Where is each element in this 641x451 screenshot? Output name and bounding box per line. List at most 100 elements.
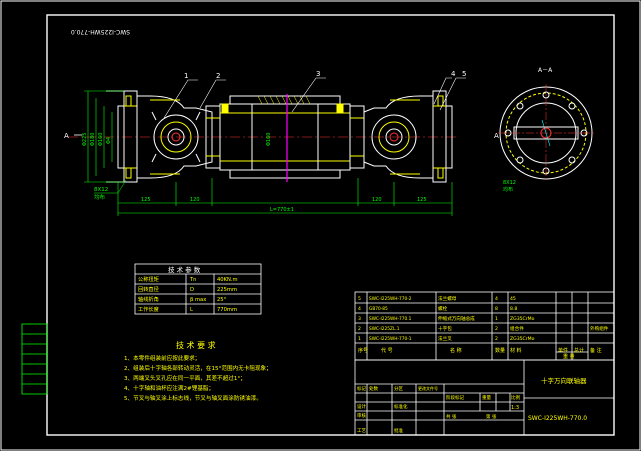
params-title: 技 术 参 数: [168, 265, 201, 274]
bom-header-cell: 备 注: [590, 347, 602, 354]
bom-header: 序号代 号名 称数量材 料单件总计备 注: [358, 347, 602, 354]
tb-standard: 标准化: [394, 403, 408, 410]
bom-cell: 2: [495, 336, 498, 342]
params-cell: 225mm: [217, 287, 237, 293]
tech-req-item: 2、组装后十字轴各部转动灵活，在15°范围内无卡阻现象；: [124, 364, 272, 372]
tb-sig-area: 分区: [394, 385, 403, 392]
params-cell: D: [190, 287, 194, 293]
dim-125-left: 125: [141, 197, 151, 203]
params-cell: 25°: [217, 297, 227, 303]
bom-cell: SWC-I225WH-770-1: [369, 336, 412, 342]
dim-overall-length: L=770±1: [270, 207, 294, 213]
bom-cell: 1: [495, 316, 498, 322]
bom-cell: 十字包: [438, 325, 452, 332]
dim-tube: Φ160: [266, 133, 272, 146]
section-mark-a-left: A: [64, 132, 69, 140]
bom-header-cell: 名 称: [450, 347, 462, 354]
product-name: 十字万向联轴器: [541, 376, 587, 385]
binding-strip: [21, 323, 48, 395]
bom-header-weight: 重 量: [563, 353, 575, 360]
bom-cell: 外购组件: [590, 325, 609, 332]
left-yoke: [136, 95, 221, 179]
section-view: A－A 8X12 均布: [498, 67, 594, 193]
part-number-2: 2: [216, 72, 220, 80]
bom-cell: 2: [358, 326, 361, 332]
bom-header-cell: 序号: [358, 347, 368, 354]
tb-sheet-2: 第 张: [486, 413, 497, 420]
dim-d4: Φ4: [106, 137, 112, 144]
left-flange: [106, 90, 138, 183]
right-yoke: [349, 95, 434, 179]
bom-cell: SWC-I225WH-770-2: [369, 296, 412, 302]
params-cell: 回转直径: [138, 285, 159, 293]
tech-req-item: 4、十字轴和油杯应注满2#锂基脂；: [124, 384, 214, 392]
stamp-code: SWC-I225WH-770.0: [71, 28, 130, 35]
bom-cell: 45: [510, 296, 516, 302]
tb-row-design: 设计: [357, 403, 366, 410]
title-block: [354, 359, 615, 436]
section-title: A－A: [538, 67, 553, 74]
params-cell: Tn: [189, 277, 196, 283]
tb-sig-count: 处数: [369, 385, 378, 392]
bom-cell: 8: [495, 306, 498, 312]
length-dimensions: [117, 178, 453, 216]
part-number-3: 3: [316, 70, 320, 78]
tb-row-review: 审核: [357, 412, 366, 419]
bom-table: [354, 291, 615, 361]
diameter-dims-left: [84, 90, 124, 183]
section-mark-a-right: A: [494, 132, 499, 140]
tech-req-items: 1、本零件组装前应按此要求；2、组装后十字轴各部转动灵活，在15°范围内无卡阻现…: [124, 354, 272, 402]
section-note-even: 均布: [503, 186, 513, 193]
tb-sig-file: 更改文件号: [418, 385, 438, 391]
bom-cell: 法兰螺母: [438, 295, 457, 302]
shaft-main-view: 1 2 3 4 5 A A Φ225 Φ180 Φ160 Φ4 Φ160 8X1…: [64, 70, 499, 216]
inner-border: [46, 14, 615, 436]
note-left-even: 均布: [94, 193, 106, 201]
params-cell: β max: [190, 297, 206, 303]
bom-header-cell: 材 料: [510, 347, 522, 354]
drawing-number: SWC-I225WH-770.0: [528, 415, 587, 422]
bom-cell: 组合件: [510, 325, 524, 332]
part-number-5: 5: [462, 70, 466, 78]
part-leaders: [163, 77, 466, 119]
dim-d225: Φ225: [82, 133, 88, 146]
bom-cell: 4: [358, 306, 361, 312]
tb-stage: 阶段标记: [446, 394, 464, 401]
params-cell: 公称扭矩: [138, 275, 159, 283]
note-left-holes: 8X12: [94, 187, 108, 193]
bom-cell: 4: [495, 296, 498, 302]
tb-row-process: 工艺: [357, 428, 366, 434]
scale-value: 1:3: [511, 405, 519, 411]
tb-ratio: 比例: [511, 394, 520, 401]
bom-header-cell: 数量: [495, 347, 505, 354]
dim-d160: Φ160: [98, 133, 104, 146]
tech-req-item: 3、两端叉头叉孔应在同一平面，其差不超过1°；: [124, 374, 246, 382]
bom-cell: 伸缩式万向轴总成: [438, 315, 475, 322]
bom-cell: 1: [358, 336, 361, 342]
bom-cell: 8.8: [510, 306, 517, 312]
shaft-tube: [219, 94, 351, 182]
tb-sheet: 共 张: [446, 413, 457, 420]
dim-120-left: 120: [190, 197, 200, 203]
bom-cell: 螺栓: [438, 305, 448, 312]
params-cell: 40KN.m: [217, 277, 238, 283]
tech-req-title: 技 术 要 求: [176, 340, 216, 350]
bom-cell: 5: [358, 296, 361, 302]
params-table: [134, 263, 262, 315]
params-cell: L: [190, 307, 193, 313]
bom-header-cell: 代 号: [381, 347, 393, 354]
bom-cell: 2: [495, 326, 498, 332]
section-note: 8X12: [503, 180, 516, 186]
bom-cell: 法兰叉: [438, 335, 452, 342]
dim-120-right: 120: [372, 197, 382, 203]
part-number-1: 1: [184, 72, 188, 80]
dim-d180: Φ180: [90, 133, 96, 146]
tb-weight: 重量: [482, 394, 491, 401]
tech-req-item: 5、节叉与轴叉涂上标志线，节叉与轴叉面涂防锈油漆。: [124, 394, 262, 402]
bom-cell: GB70-85: [369, 306, 388, 312]
bom-header-cell: 单件: [558, 347, 568, 354]
params-cell: 工作长度: [138, 305, 159, 313]
